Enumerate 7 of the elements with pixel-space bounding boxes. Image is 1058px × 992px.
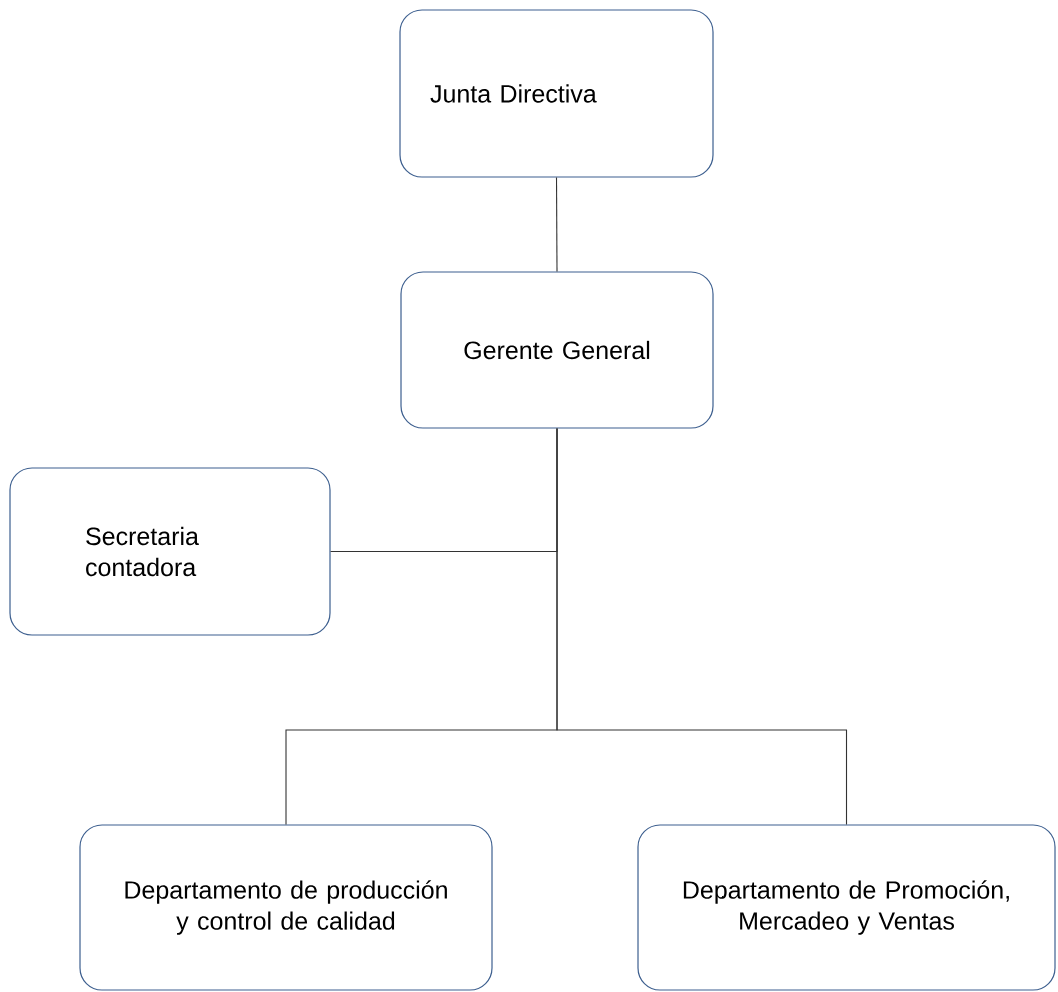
connector-line [556, 428, 848, 825]
org-box: Gerente General [400, 271, 714, 429]
org-box: Departamento de producción y control de calidad [79, 824, 493, 991]
connector-line [555, 177, 558, 272]
org-box: Secretaria contadora [9, 467, 331, 636]
org-box: Junta Directiva [399, 9, 714, 178]
org-box: Departamento de Promoción, Mercadeo y Ventas [637, 824, 1056, 991]
